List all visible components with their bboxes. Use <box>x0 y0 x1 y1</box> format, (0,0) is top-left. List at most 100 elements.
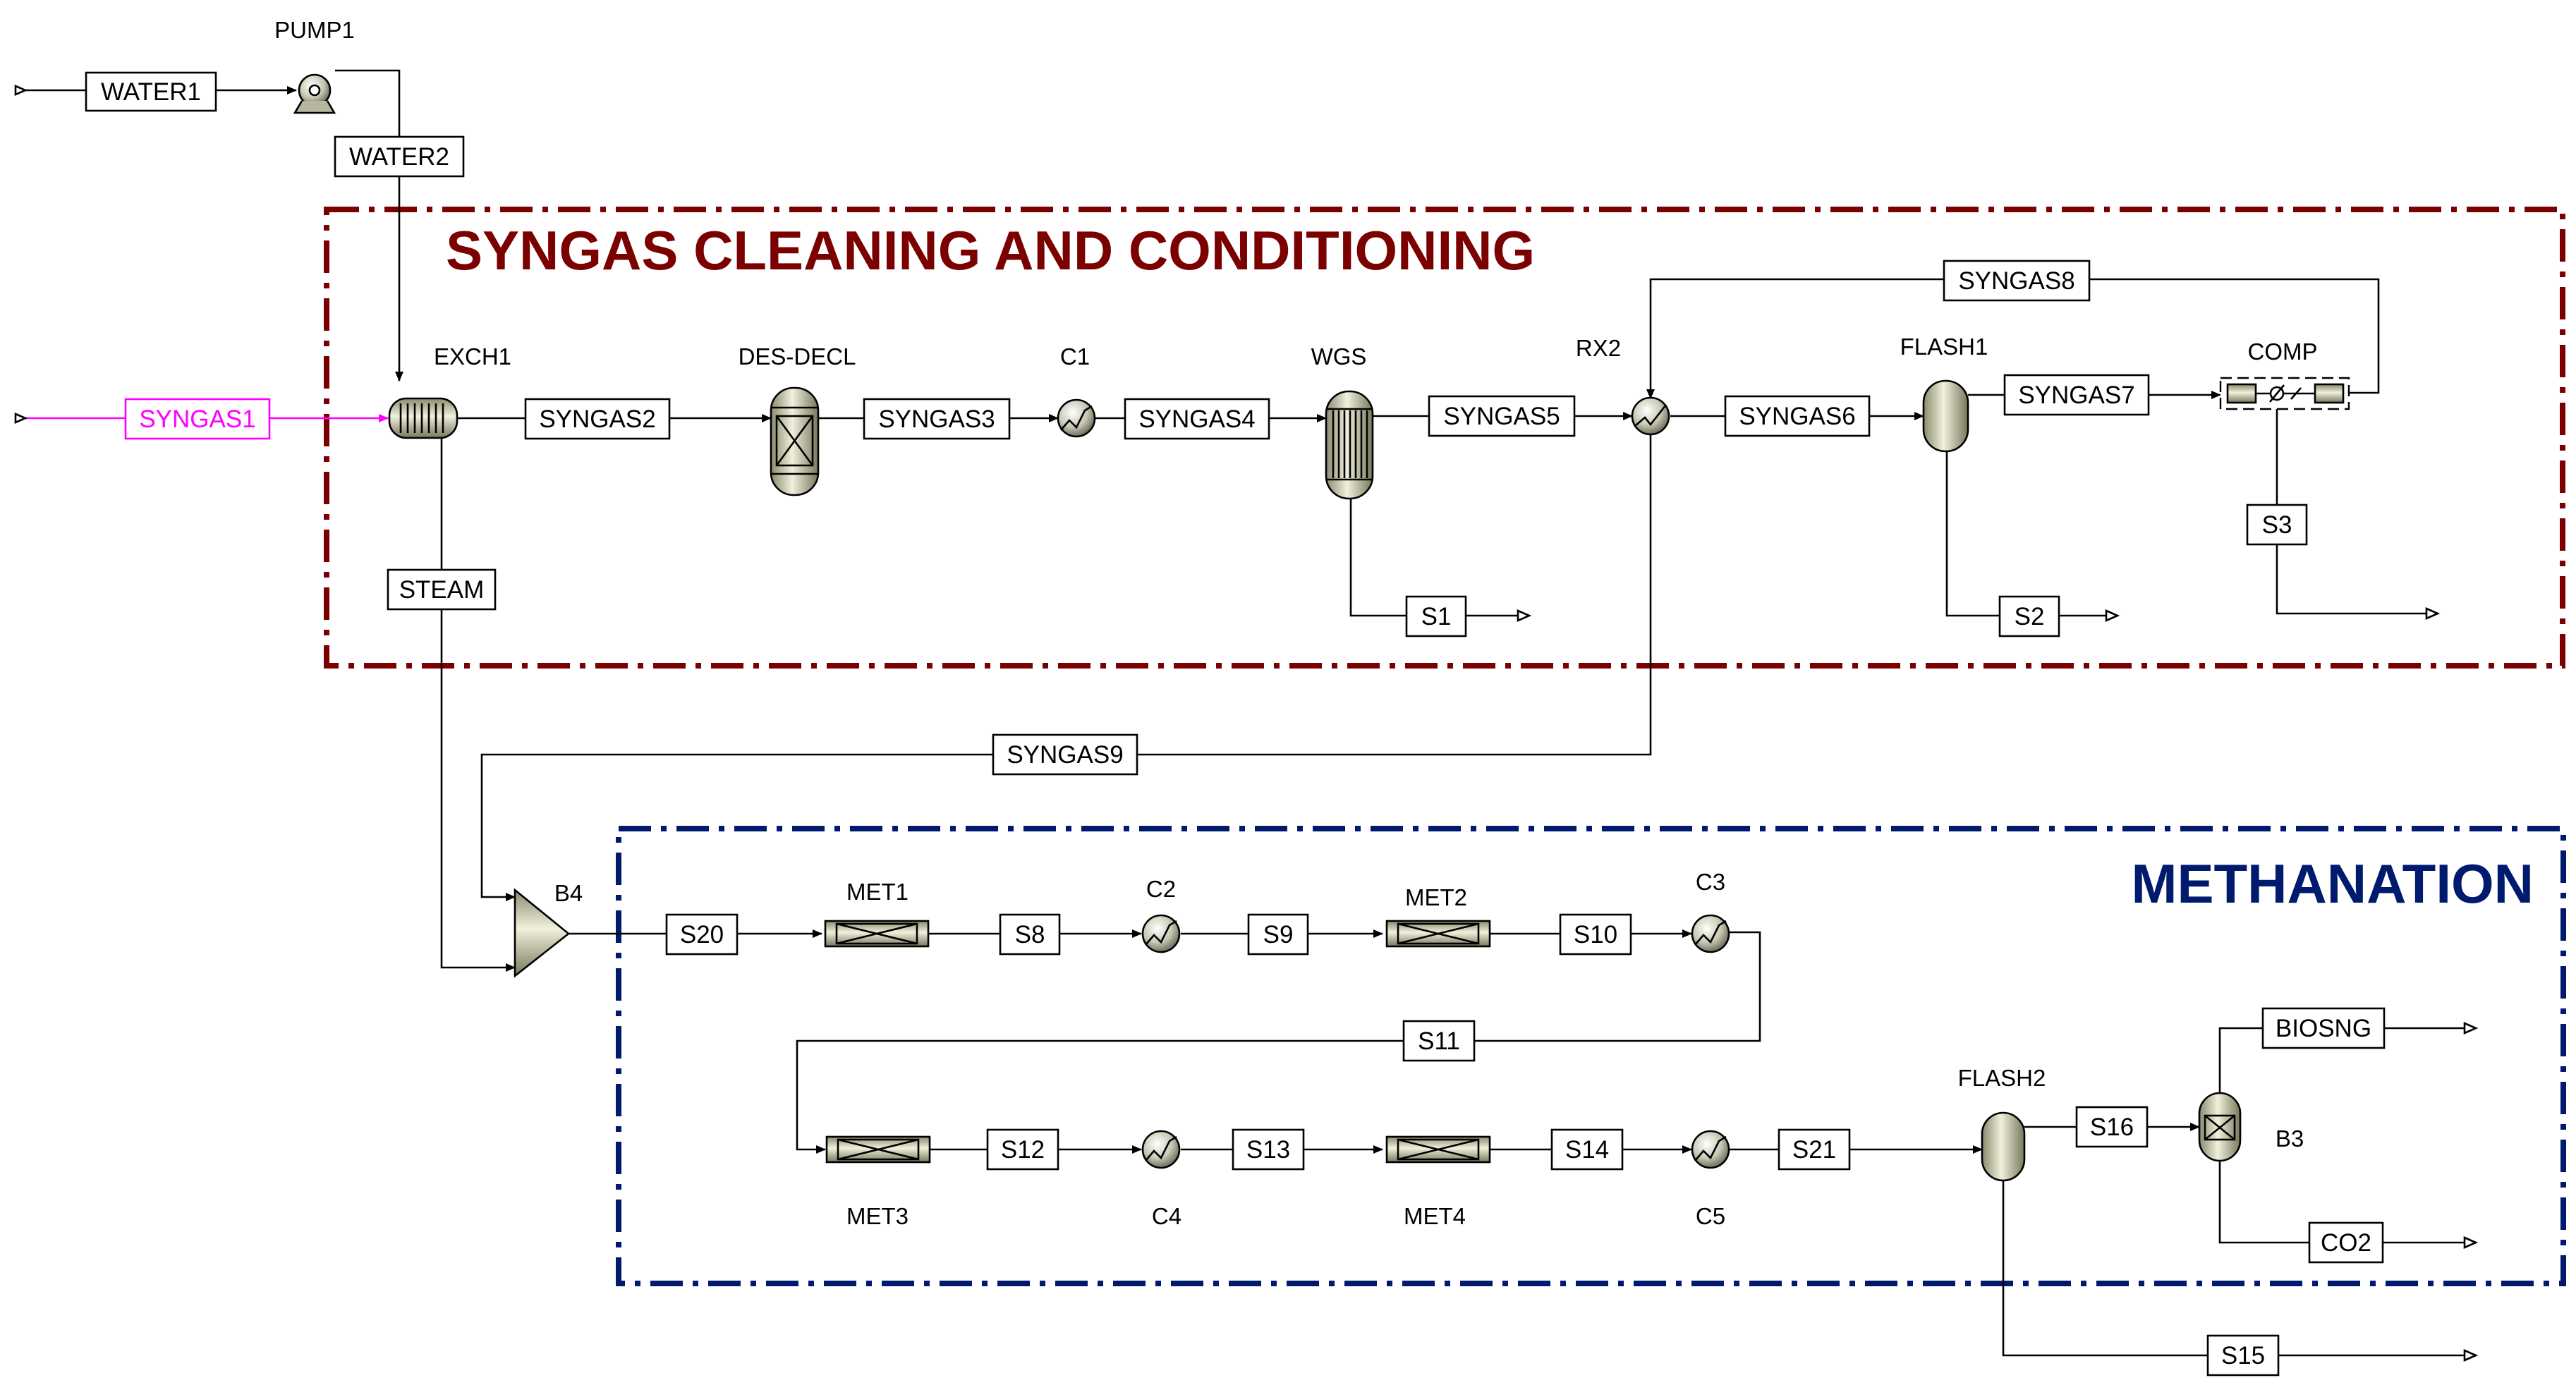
svg-text:SYNGAS5: SYNGAS5 <box>1443 403 1560 430</box>
stream-syngas9[interactable]: SYNGAS9 <box>992 733 1138 776</box>
rx2-icon[interactable] <box>1631 396 1670 436</box>
stream-s20[interactable]: S20 <box>665 913 739 956</box>
svg-text:S20: S20 <box>680 921 724 948</box>
c3-cooler-icon[interactable] <box>1691 914 1730 953</box>
block-labels: PUMP1 EXCH1 DES-DECL C1 WGS RX2 FLASH1 C… <box>274 17 2317 1229</box>
svg-text:SYNGAS2: SYNGAS2 <box>539 405 655 433</box>
c2-cooler-icon[interactable] <box>1141 914 1181 953</box>
flash2-label: FLASH2 <box>1958 1065 2046 1091</box>
svg-text:S12: S12 <box>1001 1136 1045 1164</box>
c1-label: C1 <box>1060 343 1090 370</box>
exch1-icon[interactable] <box>388 397 458 439</box>
cleaning-section-title: SYNGAS CLEANING AND CONDITIONING <box>446 219 1535 281</box>
svg-text:SYNGAS6: SYNGAS6 <box>1739 403 1855 430</box>
svg-text:SYNGAS1: SYNGAS1 <box>139 405 255 433</box>
b3-separator-icon[interactable] <box>2198 1092 2242 1162</box>
cleaning-section-boundary <box>324 207 2565 669</box>
methanation-section-title: METHANATION <box>2132 853 2534 915</box>
stream-s12[interactable]: S12 <box>986 1128 1059 1171</box>
stream-syngas4[interactable]: SYNGAS4 <box>1124 398 1270 440</box>
svg-text:S11: S11 <box>1418 1027 1460 1055</box>
svg-text:SYNGAS8: SYNGAS8 <box>1958 267 2074 295</box>
met3-reactor-icon[interactable] <box>825 1135 931 1164</box>
met2-label: MET2 <box>1405 884 1467 910</box>
methanation-section-boundary <box>616 826 2566 1286</box>
wgs-reactor-icon[interactable] <box>1325 390 1374 500</box>
svg-text:WATER1: WATER1 <box>101 78 201 106</box>
met1-label: MET1 <box>846 879 909 905</box>
stream-s8[interactable]: S8 <box>999 913 1061 956</box>
stream-biosng[interactable]: BIOSNG <box>2261 1007 2386 1049</box>
pump1-label: PUMP1 <box>274 17 355 43</box>
comp-label: COMP <box>2248 338 2318 365</box>
flash1-label: FLASH1 <box>1900 334 1988 360</box>
stream-syngas3[interactable]: SYNGAS3 <box>863 398 1011 440</box>
stream-s11[interactable]: S11 <box>1402 1020 1476 1062</box>
met1-reactor-icon[interactable] <box>824 920 930 948</box>
comp-separator-icon[interactable] <box>2219 377 2350 410</box>
svg-text:S13: S13 <box>1246 1136 1290 1164</box>
stream-s13[interactable]: S13 <box>1232 1128 1305 1171</box>
port-arrows <box>14 85 2479 1362</box>
svg-text:SYNGAS9: SYNGAS9 <box>1007 741 1123 769</box>
met4-reactor-icon[interactable] <box>1385 1135 1491 1164</box>
met2-reactor-icon[interactable] <box>1385 920 1491 948</box>
svg-text:S9: S9 <box>1263 921 1294 948</box>
stream-syngas2[interactable]: SYNGAS2 <box>524 398 671 440</box>
stream-s16[interactable]: S16 <box>2075 1106 2149 1148</box>
c5-label: C5 <box>1696 1203 1725 1229</box>
svg-text:S21: S21 <box>1792 1136 1836 1164</box>
stream-labels: WATER1 WATER2 SYNGAS1 SYNGAS2 SYNGAS3 SY… <box>85 71 2386 1377</box>
svg-text:S10: S10 <box>1574 921 1617 948</box>
stream-syngas1[interactable]: SYNGAS1 <box>124 398 271 440</box>
c4-cooler-icon[interactable] <box>1141 1130 1181 1169</box>
stream-syngas7[interactable]: SYNGAS7 <box>2003 374 2150 416</box>
svg-text:S16: S16 <box>2090 1114 2134 1141</box>
stream-syngas6[interactable]: SYNGAS6 <box>1724 395 1871 437</box>
stream-syngas5[interactable]: SYNGAS5 <box>1428 395 1576 437</box>
svg-text:BIOSNG: BIOSNG <box>2276 1015 2371 1042</box>
stream-co2[interactable]: CO2 <box>2308 1221 2384 1264</box>
stream-s10[interactable]: S10 <box>1559 913 1632 956</box>
stream-s3[interactable]: S3 <box>2246 504 2308 546</box>
svg-text:SYNGAS3: SYNGAS3 <box>878 405 995 433</box>
b3-label: B3 <box>2276 1125 2304 1152</box>
stream-syngas8[interactable]: SYNGAS8 <box>1943 260 2091 302</box>
c3-label: C3 <box>1696 869 1725 895</box>
pump1-icon[interactable] <box>293 73 336 114</box>
svg-text:S14: S14 <box>1565 1136 1609 1164</box>
desdecl-label: DES-DECL <box>739 343 856 370</box>
svg-text:SYNGAS4: SYNGAS4 <box>1138 405 1255 433</box>
stream-steam[interactable]: STEAM <box>387 568 497 611</box>
wgs-label: WGS <box>1311 343 1367 370</box>
svg-text:SYNGAS7: SYNGAS7 <box>2018 382 2134 409</box>
c2-label: C2 <box>1146 876 1176 902</box>
svg-text:S2: S2 <box>2015 603 2045 630</box>
stream-s15[interactable]: S15 <box>2206 1334 2280 1377</box>
flash2-icon[interactable] <box>1981 1111 2026 1182</box>
stream-water1[interactable]: WATER1 <box>85 71 217 112</box>
stream-s21[interactable]: S21 <box>1778 1128 1851 1171</box>
desdecl-reactor-icon[interactable] <box>770 386 820 496</box>
stream-s2[interactable]: S2 <box>1998 595 2060 637</box>
b4-mixer-icon[interactable] <box>514 888 571 978</box>
stream-s14[interactable]: S14 <box>1550 1128 1624 1171</box>
stream-s9[interactable]: S9 <box>1247 913 1309 956</box>
svg-text:S15: S15 <box>2221 1342 2265 1369</box>
stream-water2[interactable]: WATER2 <box>334 135 465 178</box>
svg-text:STEAM: STEAM <box>399 576 485 604</box>
exch1-label: EXCH1 <box>434 343 511 370</box>
stream-s1[interactable]: S1 <box>1405 595 1467 637</box>
c4-label: C4 <box>1152 1203 1181 1229</box>
flash1-icon[interactable] <box>1922 379 1969 453</box>
svg-text:CO2: CO2 <box>2321 1229 2371 1257</box>
c1-heater-icon[interactable] <box>1057 398 1096 438</box>
svg-text:S1: S1 <box>1421 603 1452 630</box>
svg-text:S8: S8 <box>1015 921 1045 948</box>
met3-label: MET3 <box>846 1203 909 1229</box>
svg-text:S3: S3 <box>2262 511 2292 539</box>
met4-label: MET4 <box>1404 1203 1466 1229</box>
c5-cooler-icon[interactable] <box>1691 1130 1730 1169</box>
rx2-label: RX2 <box>1576 335 1621 361</box>
